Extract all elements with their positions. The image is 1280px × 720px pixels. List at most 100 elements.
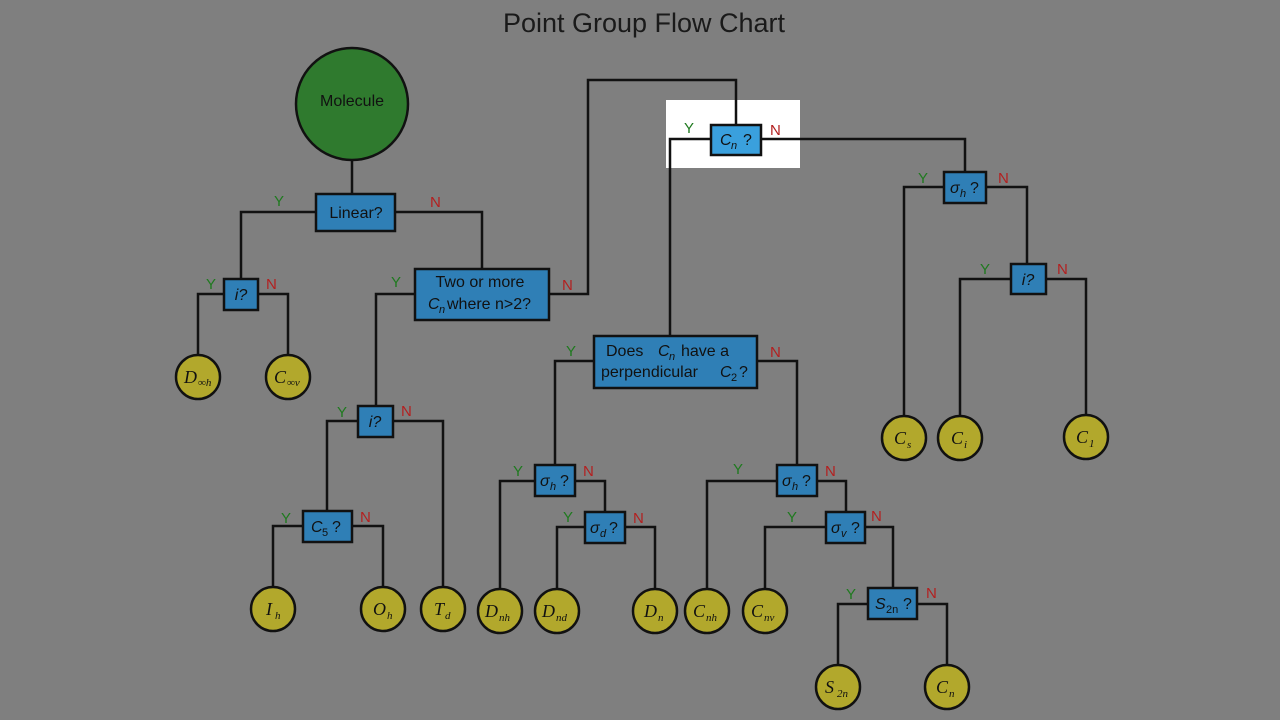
leaf-d-inf-h-sub: ∞h	[198, 377, 212, 389]
leaf-c-inf-v: C ∞v	[264, 353, 312, 401]
question-sigma-d-sub: d	[600, 528, 607, 540]
question-perp-line1-sub: n	[669, 351, 675, 363]
question-sigma-h-right-q: ?	[802, 473, 811, 490]
start-node: Molecule	[294, 46, 410, 162]
leaf-ih: I h	[249, 585, 297, 633]
question-perp-line1-start: Does	[606, 343, 643, 360]
question-sigma-d-sym: σ	[590, 520, 601, 537]
yes-label: Y	[684, 120, 694, 137]
question-sigma-h-left-sub: h	[550, 481, 556, 493]
no-label: N	[360, 509, 371, 526]
question-two-or-more-line1: Two or more	[436, 274, 525, 291]
question-sigma-d-q: ?	[609, 520, 618, 537]
leaf-cnh-main: C	[693, 601, 706, 621]
leaf-dnh-sub: nh	[499, 612, 511, 624]
question-perp-line2-end: ?	[739, 364, 748, 381]
question-sigma-d: σ d ?	[583, 510, 627, 545]
yes-label: Y	[513, 463, 523, 480]
leaf-cn: C n	[923, 663, 971, 711]
leaf-c-inf-v-sub: ∞v	[287, 377, 300, 389]
leaf-cnv-main: C	[751, 601, 764, 621]
question-perp-line1-sym: C	[658, 343, 670, 360]
question-sigma-h-right: σ h ?	[775, 463, 819, 498]
question-c5-q: ?	[332, 519, 341, 536]
question-inversion-low-label: i?	[1022, 272, 1035, 289]
yes-label: Y	[281, 510, 291, 527]
no-label: N	[430, 194, 441, 211]
question-sigma-v: σ v ?	[824, 510, 867, 545]
yes-label: Y	[274, 193, 284, 210]
question-inversion-low: i?	[1009, 262, 1048, 296]
no-label: N	[871, 508, 882, 525]
no-label: N	[926, 585, 937, 602]
question-perp-line2-sub: 2	[731, 372, 737, 384]
leaf-oh: O h	[359, 585, 407, 633]
no-label: N	[998, 170, 1009, 187]
question-two-or-more: Two or more C n where n>2?	[413, 267, 551, 322]
leaf-ci: C i	[936, 414, 984, 462]
question-two-or-more-symbol-sub: n	[439, 304, 445, 316]
question-s2n: S 2n ?	[866, 586, 919, 621]
leaf-c-inf-v-main: C	[274, 367, 287, 387]
leaf-cnv-sub: nv	[764, 612, 775, 624]
leaf-cs: C s	[880, 414, 928, 462]
no-label: N	[583, 463, 594, 480]
leaf-cn-main: C	[936, 677, 949, 697]
leaf-td-sub: d	[445, 610, 451, 622]
yes-label: Y	[566, 343, 576, 360]
leaf-dn: D n	[631, 587, 679, 635]
question-sigma-v-q: ?	[851, 520, 860, 537]
yes-label: Y	[918, 170, 928, 187]
no-label: N	[633, 510, 644, 527]
question-cn: C n ?	[709, 123, 763, 157]
start-label: Molecule	[320, 93, 384, 110]
question-perp-line1-end: have a	[681, 343, 729, 360]
question-c5: C 5 ?	[301, 509, 354, 544]
leaf-c1-main: C	[1076, 427, 1089, 447]
question-sigma-h-right-sub: h	[792, 481, 798, 493]
question-sigma-v-sym: σ	[831, 520, 842, 537]
question-two-or-more-line2: where n>2?	[446, 296, 531, 313]
no-label: N	[401, 403, 412, 420]
yes-label: Y	[391, 274, 401, 291]
leaf-s2n: S 2n	[814, 663, 862, 711]
leaf-dn-main: D	[643, 601, 657, 621]
no-label: N	[825, 463, 836, 480]
question-sigma-h-top-q: ?	[970, 180, 979, 197]
question-sigma-h-top-sym: σ	[950, 180, 961, 197]
no-label: N	[1057, 261, 1068, 278]
leaf-oh-sub: h	[387, 610, 393, 622]
no-label: N	[770, 122, 781, 139]
no-label: N	[770, 344, 781, 361]
leaf-td: T d	[419, 585, 467, 633]
leaf-d-inf-h: D ∞h	[174, 353, 222, 401]
question-linear-label: Linear?	[329, 205, 382, 222]
leaf-td-main: T	[434, 599, 446, 619]
question-perp-line2-start: perpendicular	[601, 364, 699, 381]
question-inversion-linear-label: i?	[235, 287, 248, 304]
leaf-dnd-sub: nd	[556, 612, 568, 624]
question-perpendicular-c2: Does C n have a perpendicular C 2 ?	[592, 334, 759, 390]
question-sigma-h-top-sub: h	[960, 188, 966, 200]
no-label: N	[266, 276, 277, 293]
leaf-oh-main: O	[373, 599, 386, 619]
question-cn-q: ?	[743, 132, 752, 149]
question-sigma-h-left-sym: σ	[540, 473, 551, 490]
yes-label: Y	[733, 461, 743, 478]
question-cn-sub: n	[731, 140, 737, 152]
leaf-cs-sub: s	[907, 439, 911, 451]
page-title: Point Group Flow Chart	[503, 8, 786, 38]
question-sigma-h-top: σ h ?	[942, 170, 988, 205]
yes-label: Y	[980, 261, 990, 278]
question-inversion-high-label: i?	[369, 414, 382, 431]
yes-label: Y	[846, 586, 856, 603]
yes-label: Y	[787, 509, 797, 526]
question-sigma-h-right-sym: σ	[782, 473, 793, 490]
question-s2n-sub: 2n	[886, 604, 898, 616]
question-cn-symbol: C	[720, 132, 732, 149]
leaf-dnh: D nh	[476, 587, 524, 635]
question-inversion-high: i?	[356, 404, 395, 439]
leaf-cnh: C nh	[683, 587, 731, 635]
